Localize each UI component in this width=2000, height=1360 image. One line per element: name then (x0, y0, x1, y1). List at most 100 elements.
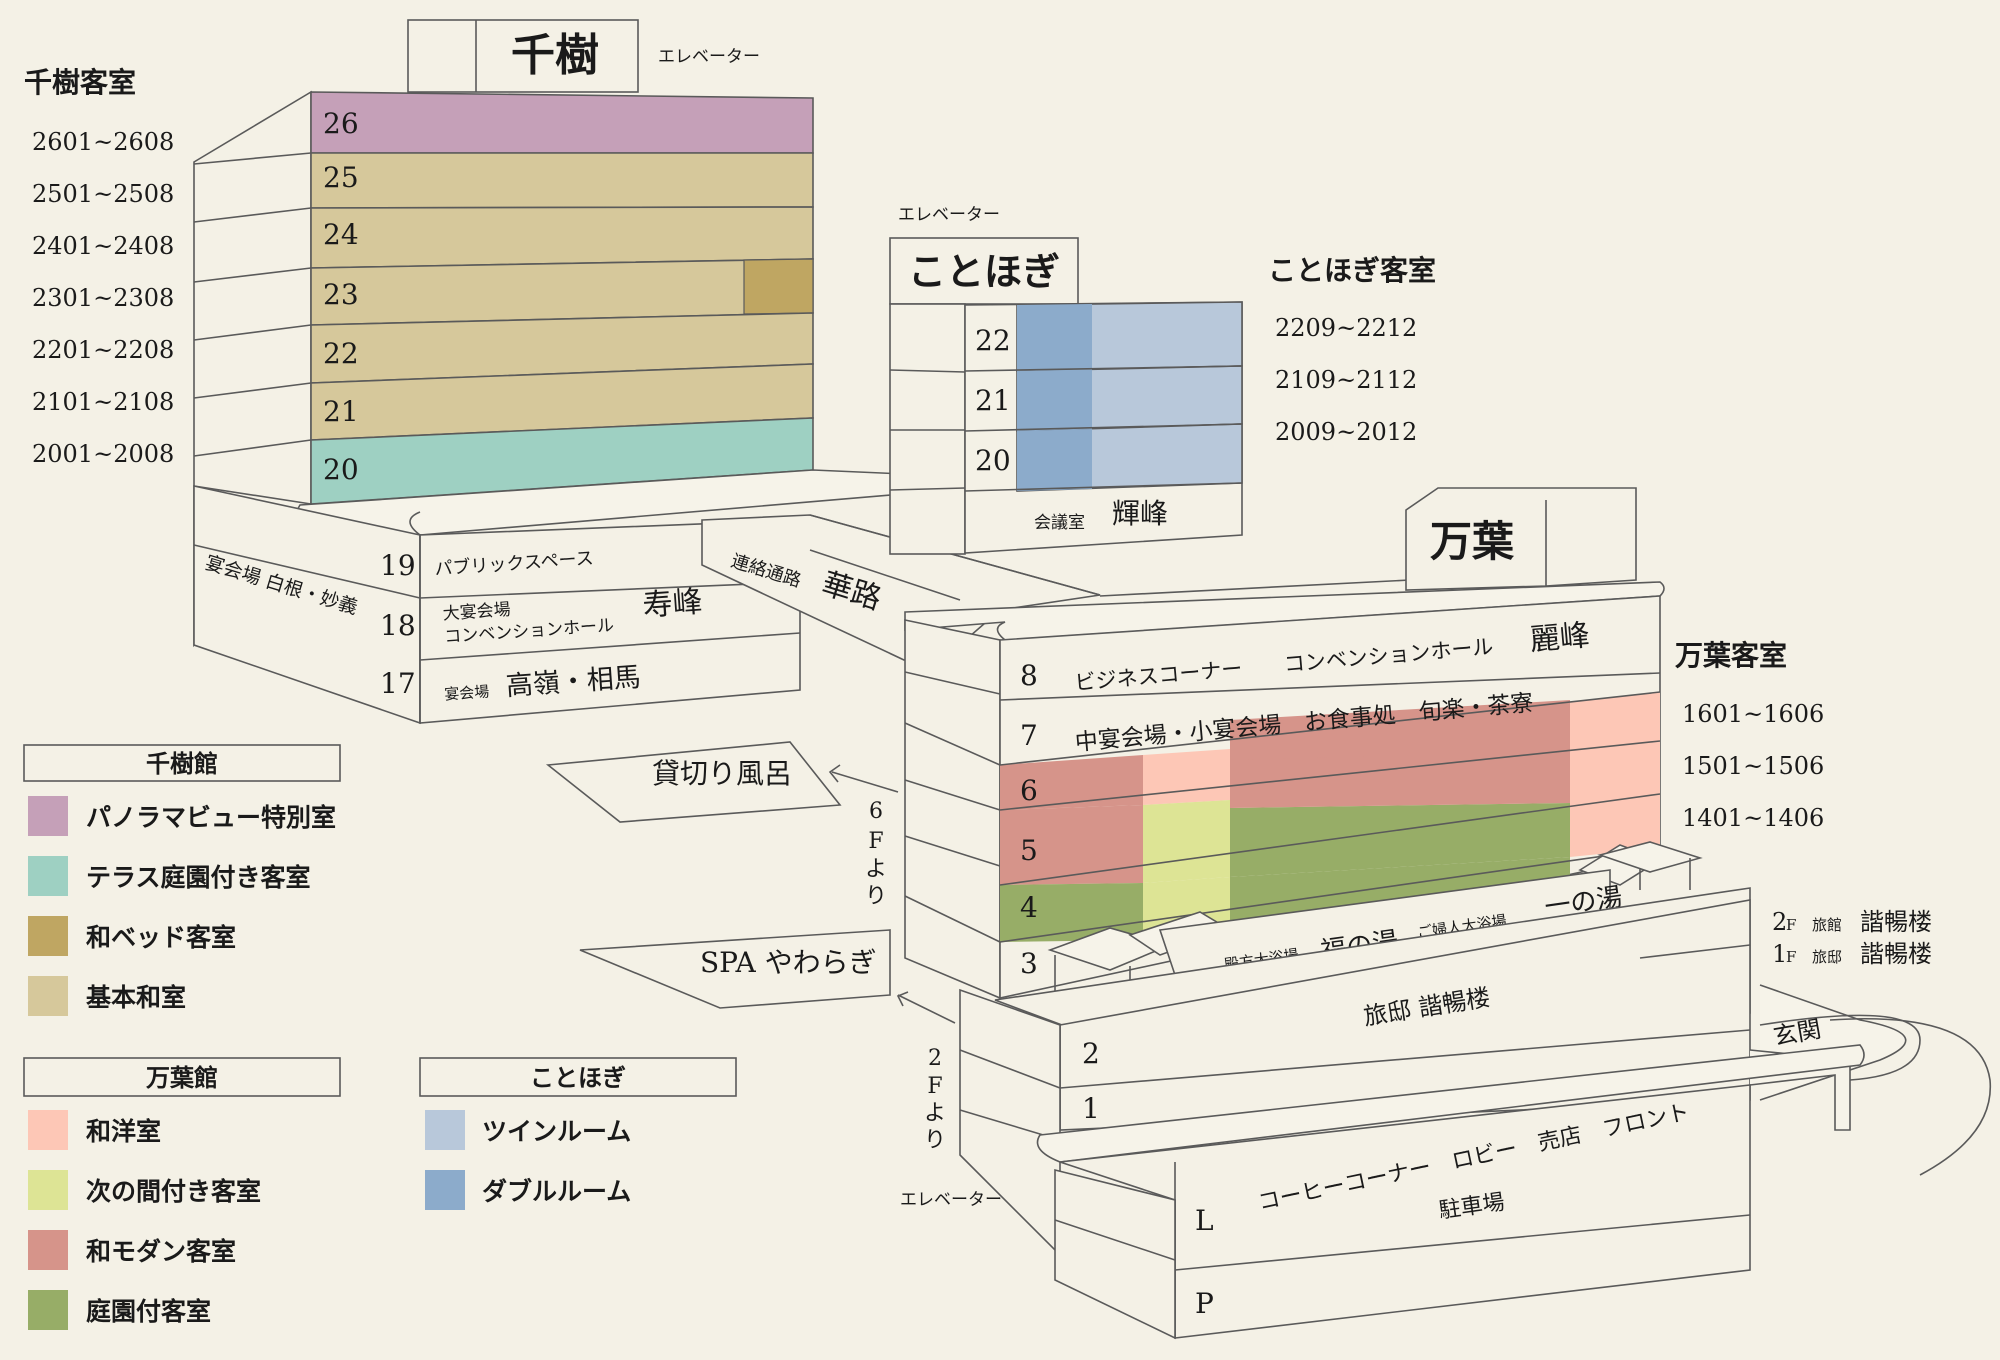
kotohogi-floor-20-double (1017, 429, 1092, 491)
legend-label: 和モダン客室 (86, 1237, 236, 1266)
senju-floor-number: 20 (323, 453, 359, 486)
senju-room-list: 千樹客室 2601~2608 2501~2508 2401~2408 2301~… (24, 66, 174, 468)
annex-1f-unit: F (1786, 948, 1796, 966)
senju-floor-18-num: 18 (380, 609, 416, 642)
senju-room-range: 2401~2408 (32, 232, 174, 260)
spa-yawaragi: SPA やわらぎ 2 F よ り (579, 929, 956, 1153)
manyo-floor-7-end (1570, 692, 1660, 750)
senju-floor-number: 26 (323, 107, 359, 140)
senju-floor-bands (310, 91, 814, 505)
annex-1f-small: 旅邸 (1812, 948, 1842, 966)
legend-swatch (28, 1170, 68, 1210)
kotohogi-floor-22-double (1017, 304, 1092, 371)
senju-elevator-label: エレベーター (658, 47, 760, 67)
kotohogi-room-range: 2109~2112 (1275, 366, 1417, 394)
legend-swatch (425, 1110, 465, 1150)
senju-floor-24 (310, 206, 814, 269)
kotohogi-room-list: ことほぎ客室 2209~2212 2109~2112 2009~2012 (1268, 254, 1436, 446)
legend-manyo: 万葉館 和洋室 次の間付き客室 和モダン客室 庭園付客室 (23, 1057, 341, 1330)
senju-room-range: 2501~2508 (32, 180, 174, 208)
legend-swatch (28, 1110, 68, 1150)
corridor: 連絡通路 華路 (701, 514, 1101, 661)
legend-label: パノラマビュー特別室 (86, 803, 336, 832)
manyo-floor-number: 5 (1020, 834, 1038, 867)
kotohogi-room-range: 2009~2012 (1275, 418, 1417, 446)
manyo-floor-8-name: 麗峰 (1528, 618, 1591, 658)
senju-floor-number: 22 (323, 337, 359, 370)
kotohogi-building: エレベーター ことほぎ 22 21 20 会議室 輝峰 (889, 205, 1243, 555)
spa-label: SPA やわらぎ (700, 946, 877, 979)
senju-floor-18-name: 寿峰 (641, 584, 703, 623)
kotohogi-rooms-heading: ことほぎ客室 (1268, 254, 1436, 287)
senju-floor-19-num: 19 (380, 549, 416, 582)
manyo-floor-4-end (1570, 794, 1660, 857)
manyo-room-range: 1401~1406 (1682, 804, 1824, 832)
senju-side-lines (193, 152, 312, 505)
manyo-floor-5-right (1230, 803, 1570, 877)
from-6f-text: よ (865, 857, 887, 882)
senju-floor-number: 21 (323, 395, 359, 428)
manyo-room-range: 1501~1506 (1682, 752, 1824, 780)
senju-room-range: 2601~2608 (32, 128, 174, 156)
senju-floor-25 (310, 152, 814, 209)
kotohogi-meeting-name: 輝峰 (1112, 497, 1168, 530)
legend-kotohogi-title: ことほぎ (530, 1063, 626, 1092)
senju-floor-26 (310, 91, 814, 154)
manyo-floor-7-right (1230, 700, 1570, 760)
senju-floor-17-small: 宴会場 (444, 683, 490, 704)
from-2f-text: り (924, 1128, 946, 1153)
kotohogi-title: ことほぎ (908, 249, 1060, 294)
annex-1f-floor: 1 (1772, 940, 1787, 968)
legend-senju: 千樹館 パノラマビュー特別室 テラス庭園付き客室 和ベッド客室 基本和室 (23, 744, 341, 1016)
senju-floor-number: 23 (323, 278, 359, 311)
kotohogi-room-range: 2209~2212 (1275, 314, 1417, 342)
senju-title: 千樹 (511, 30, 599, 81)
legend-manyo-title: 万葉館 (146, 1063, 218, 1092)
from-2f-text: よ (924, 1101, 946, 1126)
legend-label: 和ベッド客室 (86, 923, 236, 952)
kotohogi-elevator-label: エレベーター (898, 205, 1000, 225)
annex-2f-name: 諧暢楼 (1860, 908, 1932, 936)
manyo-elevator-label: エレベーター (900, 1190, 1002, 1210)
senju-room-range: 2101~2108 (32, 388, 174, 416)
manyo-floor-6-left (1000, 755, 1143, 810)
manyo-room-list: 万葉客室 1601~1606 1501~1506 1401~1406 (1675, 639, 1824, 832)
legend-swatch (28, 976, 68, 1016)
kashikiri-bath: 貸切り風呂 6 F よ り (545, 741, 899, 909)
annex-2f-small: 旅館 (1812, 916, 1842, 934)
senju-floor-number: 25 (323, 161, 359, 194)
from-6f-text: り (865, 884, 887, 909)
kotohogi-floor-number: 21 (975, 384, 1011, 417)
from-6f-text: 6 (869, 799, 883, 824)
manyo-rooms-heading: 万葉客室 (1675, 639, 1787, 672)
senju-floor-number: 24 (323, 218, 359, 251)
legend-label: ダブルルーム (482, 1177, 631, 1206)
annex-1f-name: 諧暢楼 (1860, 940, 1932, 968)
manyo-floor-7-num: 7 (1020, 719, 1038, 752)
manyo-floor-6-mid (1143, 749, 1230, 805)
annex-labels: 2 F 旅館 諧暢楼 1 F 旅邸 諧暢楼 (1772, 908, 1932, 968)
legend-label: 基本和室 (86, 983, 186, 1012)
senju-floor-numbers: 26 25 24 23 22 21 20 (323, 107, 359, 486)
legend-label: 次の間付き客室 (86, 1177, 261, 1206)
legend-swatch (425, 1170, 465, 1210)
legend-label: ツインルーム (482, 1117, 631, 1146)
legend-label: 庭園付客室 (86, 1297, 211, 1326)
from-6f-text: F (868, 829, 883, 854)
senju-room-range: 2001~2008 (32, 440, 174, 468)
manyo-floor-P-num: P (1195, 1287, 1214, 1320)
manyo-floor-number: 6 (1020, 774, 1038, 807)
manyo-floor-number: 3 (1020, 947, 1038, 980)
senju-rooms-heading: 千樹客室 (24, 66, 136, 99)
senju-room-range: 2301~2308 (32, 284, 174, 312)
annex-2f-floor: 2 (1772, 908, 1787, 936)
from-2f-text: F (927, 1074, 942, 1099)
legend-swatch (28, 1230, 68, 1270)
manyo-floor-L-num: L (1195, 1204, 1214, 1237)
manyo-floor-1-num: 1 (1082, 1092, 1100, 1125)
manyo-title: 万葉 (1430, 517, 1515, 566)
manyo-floor-5-end (1570, 741, 1660, 803)
manyo-floor-bands (1000, 692, 1660, 942)
manyo-building: 万葉 (900, 487, 1992, 1340)
